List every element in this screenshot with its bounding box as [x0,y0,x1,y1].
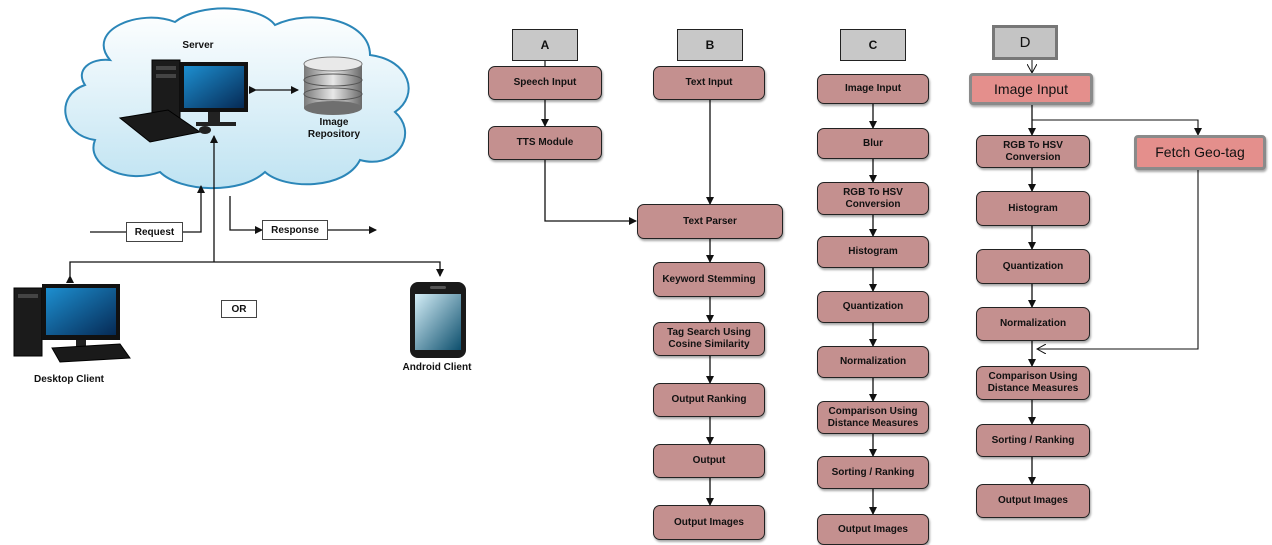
flow-c-header: C [840,29,906,61]
or-label: OR [221,300,257,318]
histogram-box-d: Histogram [976,191,1090,226]
image-repository-label: Image Repository [307,117,361,140]
android-phone-icon [410,282,466,358]
text-parser-box: Text Parser [637,204,783,239]
database-icon [303,56,363,115]
text-input-box: Text Input [653,66,765,100]
desktop-client-label: Desktop Client [34,374,105,385]
output-ranking-box: Output Ranking [653,383,765,417]
request-label: Request [126,222,183,242]
image-input-box-d: Image Input [969,73,1093,105]
output-box: Output [653,444,765,478]
flow-a-header: A [512,29,578,61]
sorting-ranking-box-d: Sorting / Ranking [976,424,1090,457]
sorting-ranking-box-c: Sorting / Ranking [817,456,929,489]
tts-module-box: TTS Module [488,126,602,160]
quantization-box-c: Quantization [817,291,929,323]
server-label: Server [182,40,214,51]
rgb-to-hsv-box-c: RGB To HSV Conversion [817,182,929,215]
output-images-box-b: Output Images [653,505,765,540]
flow-d-header: D [992,25,1058,60]
android-client-label: Android Client [402,362,472,373]
response-label: Response [262,220,328,240]
normalization-box-d: Normalization [976,307,1090,341]
output-images-box-d: Output Images [976,484,1090,518]
histogram-box-c: Histogram [817,236,929,268]
comparison-box-d: Comparison Using Distance Measures [976,366,1090,400]
comparison-box-c: Comparison Using Distance Measures [817,401,929,434]
rgb-to-hsv-box-d: RGB To HSV Conversion [976,135,1090,168]
blur-box: Blur [817,128,929,159]
tag-search-box: Tag Search Using Cosine Similarity [653,322,765,356]
server-computer-icon [118,59,248,143]
output-images-box-c: Output Images [817,514,929,545]
keyword-stemming-box: Keyword Stemming [653,262,765,297]
fetch-geotag-box: Fetch Geo-tag [1134,135,1266,170]
quantization-box-d: Quantization [976,249,1090,284]
desktop-computer-icon [13,284,131,363]
speech-input-box: Speech Input [488,66,602,100]
flow-b-header: B [677,29,743,61]
normalization-box-c: Normalization [817,346,929,378]
image-input-box-c: Image Input [817,74,929,104]
